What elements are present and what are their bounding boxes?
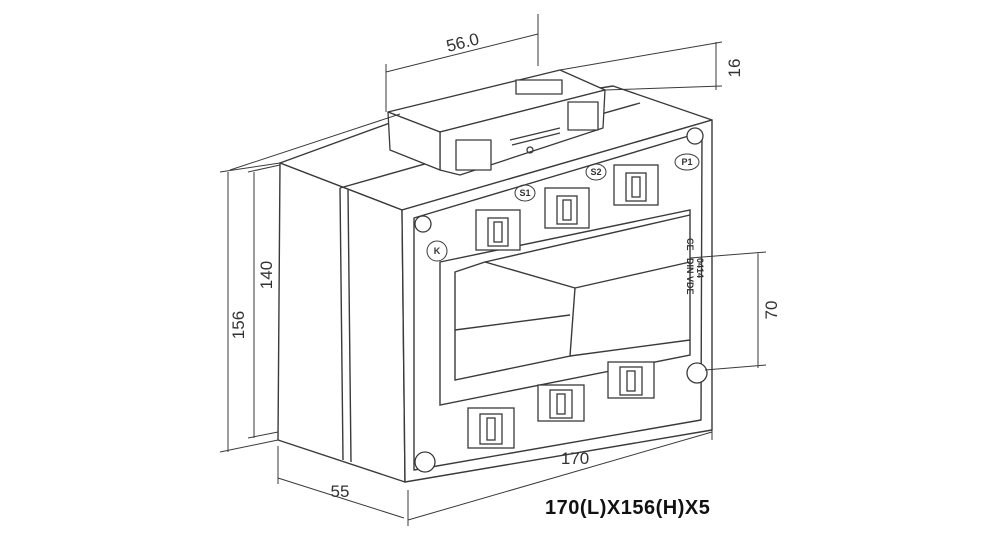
mounting-hole-bottom-right <box>686 362 708 384</box>
side-seam-2 <box>347 189 352 463</box>
terminal-upper-1 <box>475 209 521 251</box>
dim-70-line <box>689 251 767 371</box>
dim-16-ext <box>559 41 723 91</box>
terminal-lower-3 <box>607 361 655 399</box>
dim-170-label: 170 <box>561 449 589 468</box>
window-outline <box>439 209 691 406</box>
terminal-upper-3 <box>613 164 659 206</box>
svg-text:DIN VDE: DIN VDE <box>685 258 695 295</box>
terminal-lower-1 <box>467 407 515 449</box>
window-inner-back <box>454 261 576 381</box>
dim-56-label: 56.0 <box>444 29 481 55</box>
dim-16-label: 16 <box>725 59 744 78</box>
top-terminal-block <box>387 69 606 176</box>
svg-text:0414: 0414 <box>695 258 705 278</box>
dim-140-label: 140 <box>257 261 276 289</box>
dim-55-line <box>277 446 405 519</box>
dim-70-label: 70 <box>762 301 781 320</box>
terminal-slot-right <box>567 101 599 131</box>
primary-p1-label: P1 <box>681 157 692 167</box>
terminal-screw <box>526 146 534 154</box>
terminal-upper-2 <box>544 187 590 229</box>
dim-top-extension <box>229 113 401 171</box>
upper-terminals <box>475 164 659 251</box>
markings <box>426 153 700 262</box>
terminal-block-side <box>387 111 441 171</box>
mounting-hole-top-left <box>414 215 432 233</box>
mounting-holes <box>414 127 708 473</box>
terminal-s2-label: S2 <box>590 167 601 177</box>
rating-label: CE DIN VDE 0414 <box>685 238 705 295</box>
terminal-clip <box>515 79 563 95</box>
dim-156-line <box>219 162 281 453</box>
window-depth-lines <box>454 214 691 357</box>
dim-56-line <box>385 14 539 112</box>
terminal-slot-left <box>455 139 492 171</box>
dim-140-line <box>247 164 281 439</box>
terminal-lower-2 <box>537 384 585 422</box>
dim-156-label: 156 <box>229 311 248 339</box>
mounting-hole-top-right <box>686 127 704 145</box>
front-bevel <box>413 131 703 471</box>
primary-window <box>439 209 691 406</box>
mounting-hole-bottom-left <box>414 451 436 473</box>
spec-caption: 170(L)X156(H)X5 <box>545 497 711 519</box>
dim-170-line <box>407 425 713 526</box>
dim-55-label: 55 <box>331 482 350 501</box>
terminal-slot-bar <box>509 127 561 146</box>
k-mark-label: K <box>434 246 441 256</box>
terminal-s1-label: S1 <box>519 188 530 198</box>
lower-terminals <box>467 361 655 449</box>
side-seam <box>339 187 344 461</box>
dimension-lines <box>219 14 767 526</box>
svg-text:CE: CE <box>685 238 695 251</box>
